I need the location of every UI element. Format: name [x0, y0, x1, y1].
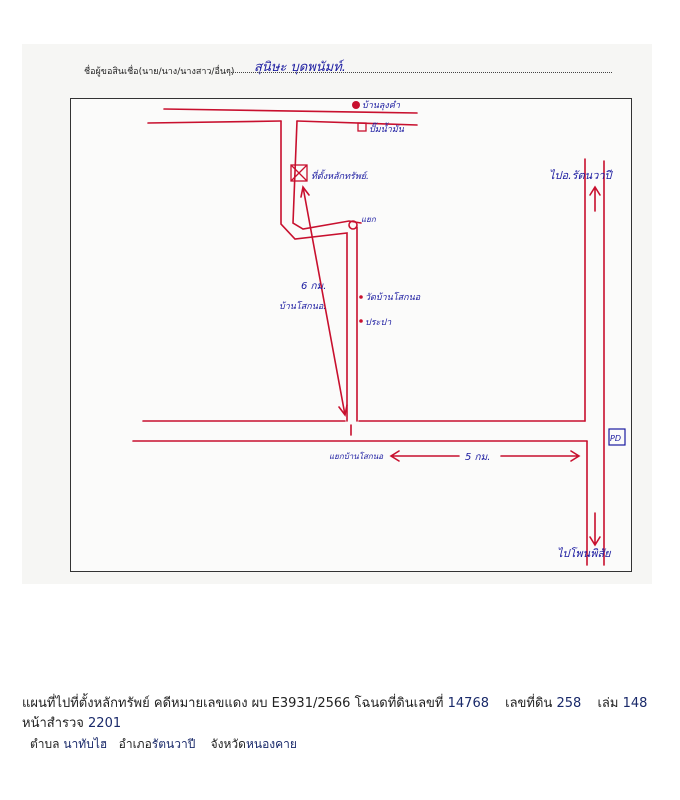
label-junction: แยก [361, 215, 377, 224]
label-top-house: บ้านลุงคำ [362, 100, 401, 111]
label-top-shop: ปั๊มน้ำมัน [369, 122, 405, 135]
owner-label: ชื่อผู้ขอสินเชื่อ(นาย/นาง/นางสาว/อื่นๆ) [84, 67, 235, 77]
label-temple: วัดบ้านโสกนอ [365, 291, 421, 303]
caption-line-1: แผนที่ไปที่ตั้งหลักทรัพย์ คดีหมายเลขแดง … [22, 694, 662, 714]
arrow-north [589, 185, 601, 212]
label-pd-box: PD [610, 434, 621, 443]
water-dot-icon [359, 319, 363, 323]
land-number: 258 [556, 696, 582, 711]
distance-arrow-6km [300, 185, 348, 417]
district-label: อำเภอ [118, 737, 152, 751]
caption-line-2: หน้าสำรวจ 2201 [22, 714, 662, 734]
survey-label: หน้าสำรวจ [22, 716, 84, 731]
label-village: บ้านโสกนอ. [279, 300, 326, 312]
owner-name: สุนิษะ บุดพนัมท์. [254, 60, 346, 75]
label-intersection: แยกบ้านโสกนอ [329, 451, 384, 461]
temple-dot-icon [359, 295, 363, 299]
map-frame: บ้านลุงคำ ปั๊มน้ำมัน ที่ตั้งหลักทรัพย์. … [70, 98, 632, 572]
distance-arrow-5km [389, 450, 581, 462]
top-road-lower [147, 120, 418, 126]
province-label: จังหวัด [210, 737, 246, 751]
district-value: รัตนวาปี [151, 737, 196, 751]
house-dot-icon [352, 101, 360, 109]
caption-line-3: ตำบล นาทับไฮ อำเภอรัตนวาปี จังหวัดหนองคา… [22, 734, 662, 754]
caption-title: แผนที่ไปที่ตั้งหลักทรัพย์ คดีหมายเลขแดง … [22, 696, 444, 711]
survey-number: 2201 [88, 716, 122, 731]
land-number-label: เลขที่ดิน [505, 696, 553, 711]
deed-number: 14768 [447, 696, 489, 711]
label-distance-5km: 5 กม. [465, 452, 490, 463]
property-box-icon [290, 164, 308, 182]
lane-left-edge [280, 120, 348, 422]
junction-dot [348, 220, 358, 230]
province-value: หนองคาย [245, 737, 297, 751]
subdistrict-value: นาทับไฮ [63, 737, 108, 751]
map-caption: แผนที่ไปที่ตั้งหลักทรัพย์ คดีหมายเลขแดง … [22, 694, 662, 754]
arrow-south [589, 512, 601, 547]
owner-dotted-line [227, 72, 612, 73]
top-road-upper [163, 108, 418, 114]
label-to-south: ไปโพนพิสัย [557, 547, 612, 560]
label-distance-6km: 6 กม. [301, 281, 326, 292]
subdistrict-label: ตำบล [30, 737, 60, 751]
label-to-north: ไปอ.รัตนวาปี [549, 169, 614, 182]
book-number: 148 [622, 696, 648, 711]
label-property: ที่ตั้งหลักทรัพย์. [311, 169, 369, 182]
label-water: ประปา [365, 318, 392, 328]
hand-drawn-map: บ้านลุงคำ ปั๊มน้ำมัน ที่ตั้งหลักทรัพย์. … [132, 100, 626, 566]
book-label: เล่ม [597, 696, 619, 711]
pd-box [608, 428, 626, 446]
shop-square-icon [357, 122, 367, 132]
scanned-map-sheet: ชื่อผู้ขอสินเชื่อ(นาย/นาง/นางสาว/อื่นๆ) … [22, 44, 652, 584]
